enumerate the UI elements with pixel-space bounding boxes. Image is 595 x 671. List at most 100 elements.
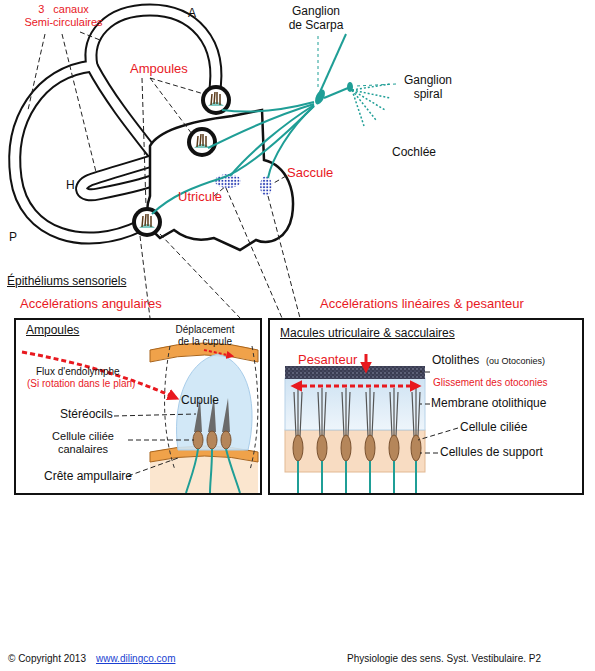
macula-detail bbox=[285, 354, 458, 494]
callout-text: Glissement des otoconies bbox=[433, 377, 548, 389]
callout-text: Cellule ciliée bbox=[460, 421, 527, 435]
support-cell-layer bbox=[285, 430, 425, 472]
copyright-note: © Copyright 2013 bbox=[8, 653, 86, 665]
nerve-fiber bbox=[186, 449, 240, 493]
leader-lines bbox=[114, 414, 196, 476]
hair-cell bbox=[389, 435, 399, 461]
gravity-arrow bbox=[365, 354, 368, 370]
anterior-canal bbox=[91, 10, 216, 95]
leader-line bbox=[318, 36, 319, 88]
nerve-fiber bbox=[222, 102, 314, 112]
zoom-line bbox=[160, 234, 240, 318]
nerve-fiber bbox=[226, 449, 240, 493]
leader-line bbox=[420, 404, 430, 405]
nerve-trunk bbox=[320, 34, 346, 92]
leader-line bbox=[114, 414, 196, 416]
hair-cells bbox=[293, 435, 421, 461]
ampulla-lumen bbox=[136, 211, 158, 233]
nerve-fiber bbox=[369, 461, 371, 494]
nerve-fibers bbox=[298, 461, 416, 494]
zoom-line bbox=[268, 196, 300, 318]
section-heading: Épithéliums sensoriels bbox=[7, 275, 126, 289]
leader-line bbox=[28, 34, 45, 110]
nerve-fiber bbox=[393, 461, 395, 494]
stereocilia bbox=[412, 388, 420, 436]
nerve-fiber bbox=[321, 461, 323, 494]
stereocilia bbox=[318, 388, 326, 436]
posterior-canal bbox=[15, 66, 140, 238]
nerve-fiber bbox=[208, 104, 314, 148]
scarpa-ganglion bbox=[313, 88, 327, 106]
callout-text: Cupule bbox=[181, 394, 219, 408]
stereocilia bbox=[342, 388, 350, 436]
hair-bundle bbox=[142, 214, 151, 227]
part-label: 3 canaux Semi-circulaires bbox=[22, 3, 105, 28]
callout-text: Stéréocils bbox=[60, 408, 113, 422]
cupula bbox=[177, 354, 253, 450]
stereocilia bbox=[294, 388, 420, 436]
ampulla-wall bbox=[187, 127, 217, 157]
ampullary-crest-detail bbox=[22, 343, 258, 493]
nerve-fiber bbox=[345, 461, 347, 494]
stereocilia bbox=[390, 388, 398, 436]
nerve-fiber bbox=[324, 88, 348, 98]
leader-line bbox=[420, 453, 438, 454]
ampulla bbox=[187, 127, 217, 157]
callout-text: Crête ampullaire bbox=[44, 470, 132, 484]
nerve-fiber bbox=[297, 461, 299, 494]
hair-cell bbox=[341, 435, 351, 461]
leader-line bbox=[150, 78, 192, 134]
leader-line bbox=[272, 176, 286, 184]
endolymph-flow-arrow bbox=[22, 352, 176, 398]
part-label: Saccule bbox=[287, 166, 333, 181]
leader-line bbox=[80, 32, 100, 40]
panel-box: Accélérations linéaires & pesanteurMacul… bbox=[268, 318, 584, 495]
leader-line bbox=[128, 458, 178, 476]
otoconia-layer bbox=[285, 366, 425, 379]
ampulla-lumen bbox=[205, 89, 227, 111]
callout-text: Déplacement de la cupule bbox=[172, 324, 238, 347]
hair-cell bbox=[221, 431, 231, 449]
leader-line bbox=[62, 34, 96, 172]
leader-line bbox=[165, 346, 175, 470]
canal-letter: A bbox=[188, 7, 196, 21]
callout-text: Flux d'endolymphe bbox=[36, 366, 120, 378]
hair-cell bbox=[193, 431, 203, 449]
leader-line bbox=[128, 440, 194, 441]
hair-cell bbox=[293, 435, 303, 461]
callout-text: Membrane otolithique bbox=[431, 397, 546, 411]
part-label: Ganglion de Scarpa bbox=[285, 5, 347, 33]
vestibular-nerve bbox=[152, 34, 348, 214]
stereocilia bbox=[366, 388, 374, 436]
leader-line bbox=[420, 372, 430, 373]
nerve-fiber bbox=[152, 106, 314, 214]
nerve-fiber bbox=[415, 461, 417, 494]
cochlear-fiber bbox=[352, 90, 364, 126]
callout-text: (Si rotation dans le plan) bbox=[27, 378, 135, 390]
ganglion-leader bbox=[318, 36, 396, 88]
callout-text: Cellule ciliée canalaires bbox=[40, 430, 126, 455]
hair-cell bbox=[207, 431, 217, 449]
vestibule bbox=[147, 110, 293, 250]
panel-box: Accélérations angulairesAmpoulesDéplacem… bbox=[14, 318, 262, 495]
page-footer: Physiologie des sens. Syst. Vestibulaire… bbox=[347, 653, 541, 665]
panel-heading: Accélérations angulaires bbox=[20, 297, 162, 312]
nerve-fiber bbox=[186, 449, 198, 493]
leader-line bbox=[142, 78, 146, 206]
leader-line bbox=[250, 346, 258, 470]
part-label: Utricule bbox=[178, 190, 222, 205]
stereocilia bbox=[294, 388, 302, 436]
part-label: Cochlée bbox=[392, 146, 436, 160]
otolithic-membrane bbox=[285, 378, 425, 430]
callout-text: (ou Otoconies) bbox=[486, 356, 545, 366]
common-crus bbox=[92, 66, 152, 152]
cupula-shift-arrow bbox=[204, 350, 232, 356]
cochlear-fibers bbox=[352, 84, 390, 126]
ampulla-wall bbox=[132, 207, 162, 237]
website-link: www.dilingco.com bbox=[96, 653, 175, 665]
hair-cell bbox=[317, 435, 327, 461]
cochlear-fiber bbox=[352, 90, 376, 120]
panel-heading: Accélérations linéaires & pesanteur bbox=[320, 297, 524, 312]
